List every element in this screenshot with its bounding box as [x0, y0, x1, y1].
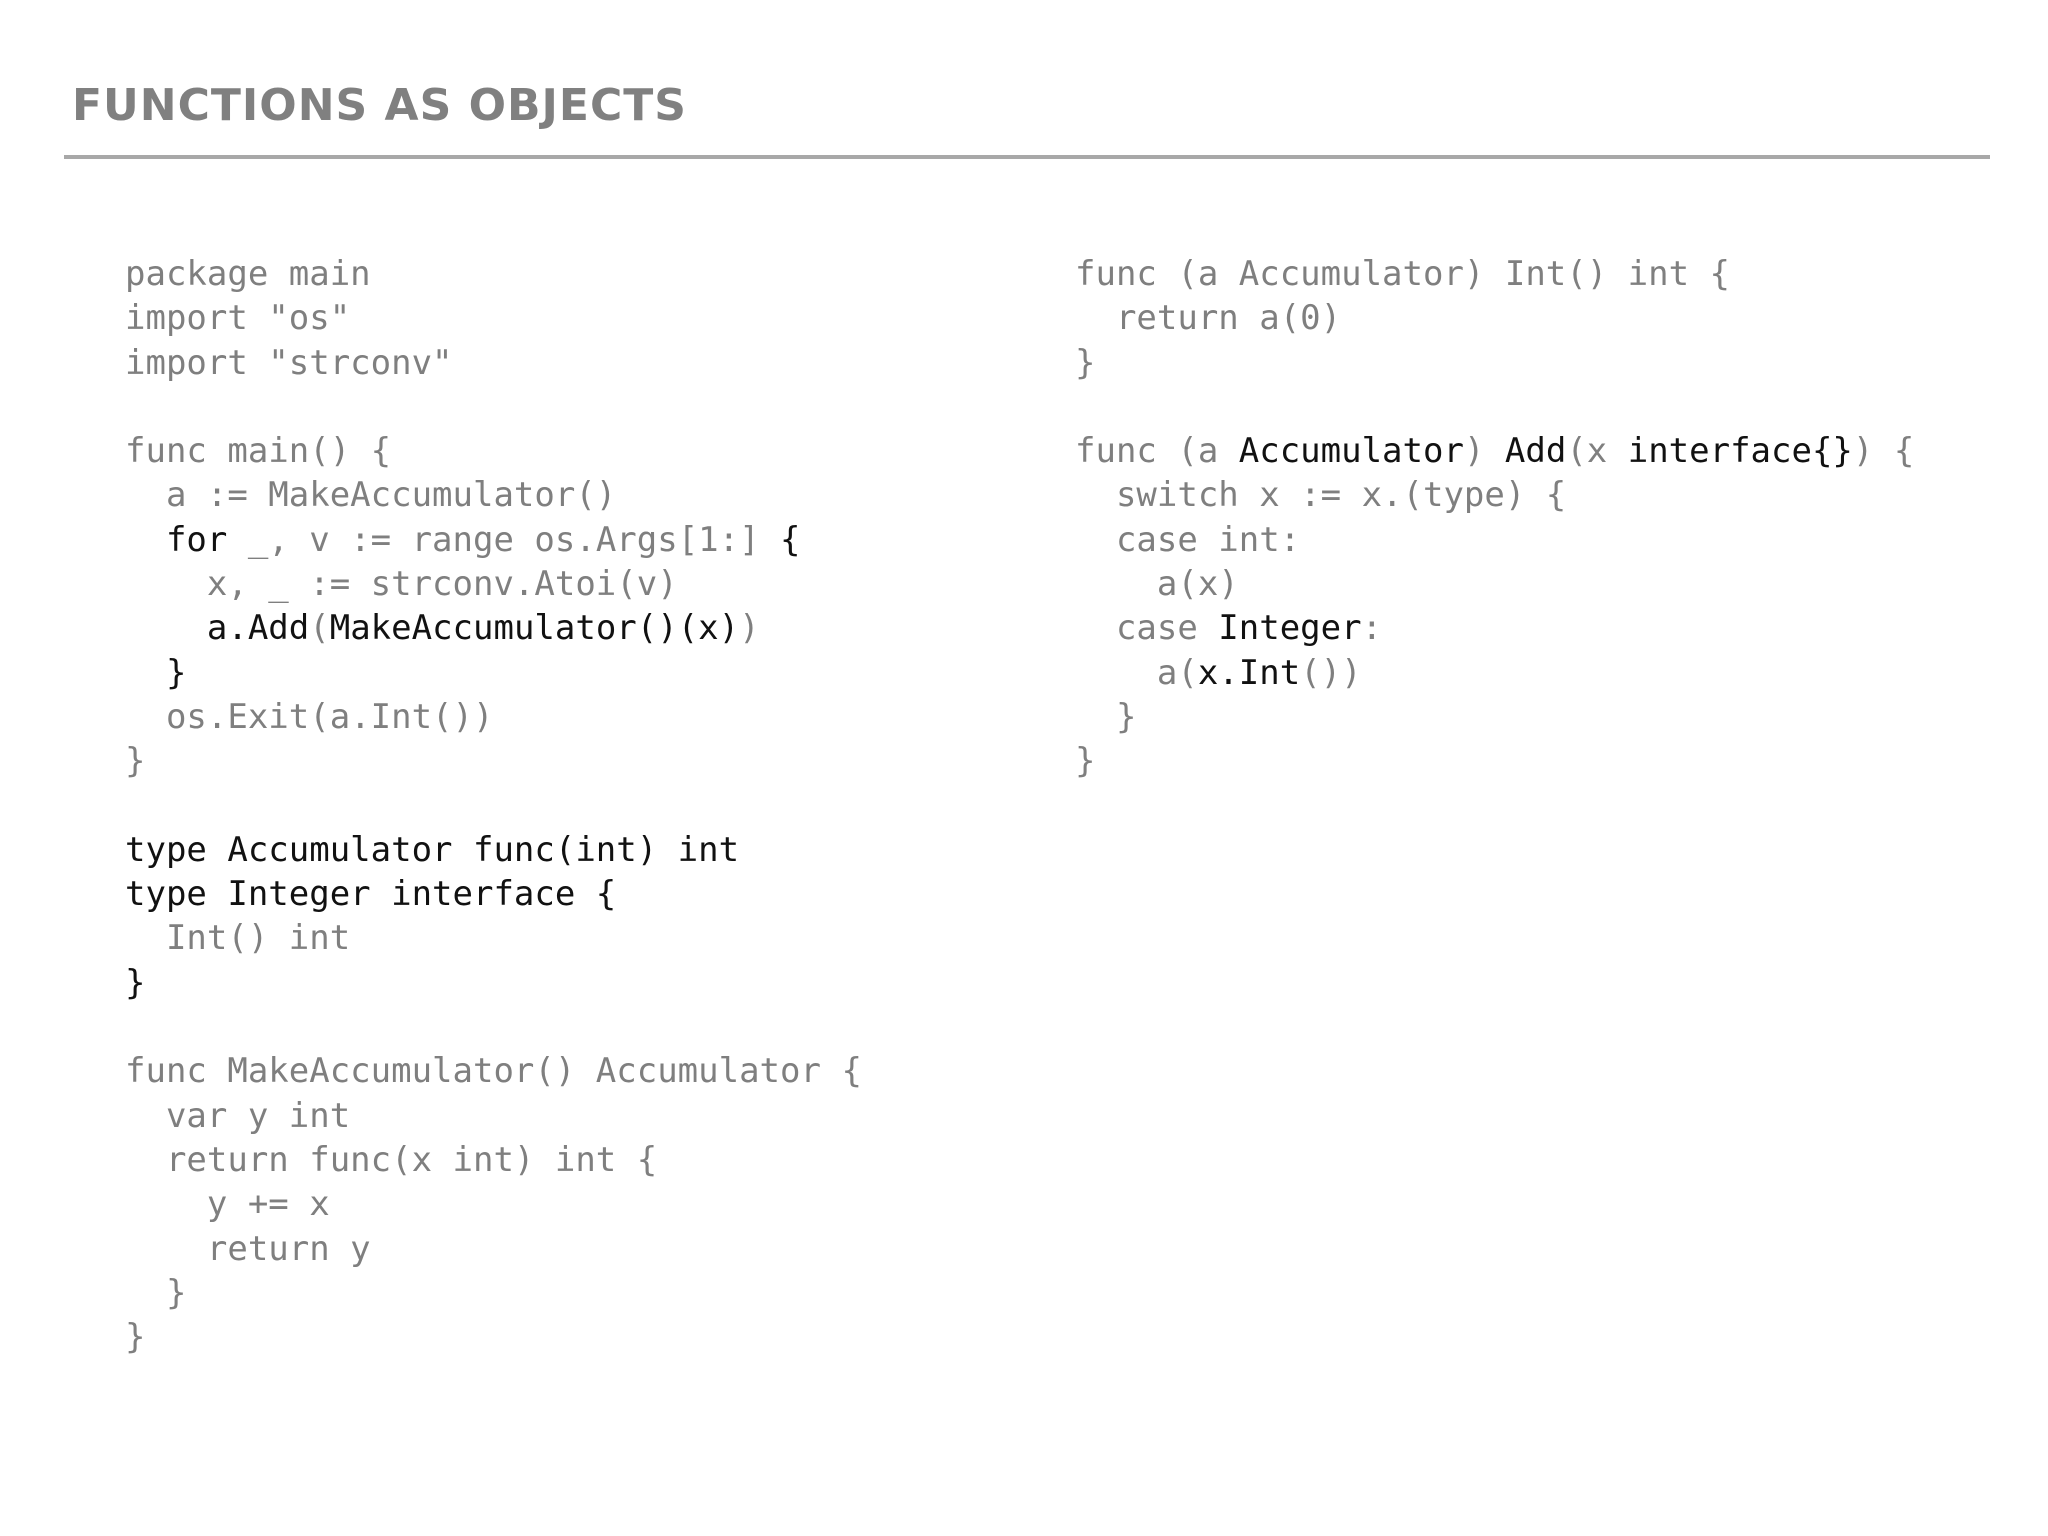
code-token: x, _ := strconv.Atoi(v): [125, 564, 678, 605]
code-token-highlighted: MakeAccumulator()(x): [329, 608, 740, 649]
code-line: return a(0): [1075, 296, 1914, 340]
code-token-highlighted: x.Int: [1197, 652, 1301, 693]
code-token: func (a: [1075, 431, 1239, 472]
code-token-highlighted: Add: [1504, 431, 1567, 472]
code-token: }: [125, 741, 146, 782]
code-token-highlighted: Accumulator: [1238, 431, 1464, 472]
code-line: for _, v := range os.Args[1:] {: [125, 518, 862, 562]
code-line: [1075, 385, 1914, 429]
code-line: }: [125, 1315, 862, 1359]
code-line: type Integer interface {: [125, 872, 862, 916]
code-token: func (a Accumulator) Int() int {: [1075, 254, 1731, 294]
code-token: import "strconv": [125, 342, 453, 383]
code-line: }: [1075, 739, 1914, 783]
code-line: case Integer:: [1075, 606, 1914, 650]
code-token: switch x := x.(type) {: [1075, 475, 1567, 516]
code-line: switch x := x.(type) {: [1075, 473, 1914, 517]
code-line: }: [1075, 341, 1914, 385]
code-line: }: [125, 961, 862, 1005]
code-token: func main() {: [125, 431, 392, 472]
code-token: ) {: [1852, 431, 1915, 472]
code-token-highlighted: a.Add: [125, 608, 310, 649]
code-token: ()): [1300, 652, 1362, 693]
code-line: a := MakeAccumulator(): [125, 473, 862, 517]
code-token: }: [1075, 741, 1096, 782]
code-token: case int:: [1075, 519, 1301, 560]
code-token-highlighted: for: [125, 519, 228, 560]
code-token-highlighted: }: [125, 652, 187, 693]
code-token-highlighted: {: [780, 519, 801, 560]
code-token: }: [1075, 342, 1096, 383]
code-token: ): [1463, 431, 1505, 472]
code-token: _, v := range os.Args[1:]: [227, 519, 781, 560]
title-divider: [64, 155, 1990, 159]
code-token: return y: [125, 1228, 371, 1269]
code-line: func (a Accumulator) Int() int {: [1075, 252, 1914, 296]
code-token: y += x: [125, 1184, 330, 1225]
code-line: package main: [125, 252, 862, 296]
code-token: a(: [1075, 652, 1198, 693]
code-token: :: [1361, 608, 1383, 649]
code-line: func main() {: [125, 429, 862, 473]
code-line: }: [125, 1271, 862, 1315]
slide-title: FUNCTIONS AS OBJECTS: [72, 80, 687, 131]
code-token: import "os": [125, 298, 351, 339]
code-line: a.Add(MakeAccumulator()(x)): [125, 606, 862, 650]
code-token: return a(0): [1075, 298, 1342, 339]
code-token-highlighted: type Accumulator func(int) int: [125, 829, 740, 870]
code-token-highlighted: Integer: [1218, 608, 1362, 649]
code-line: [125, 385, 862, 429]
code-token: var y int: [125, 1095, 351, 1136]
code-line: func MakeAccumulator() Accumulator {: [125, 1049, 862, 1093]
code-token: ): [739, 608, 760, 649]
code-token: (: [309, 608, 330, 649]
code-line: x, _ := strconv.Atoi(v): [125, 562, 862, 606]
code-line: import "os": [125, 296, 862, 340]
code-token-highlighted: interface{}: [1627, 431, 1853, 472]
code-line: Int() int: [125, 916, 862, 960]
code-token-highlighted: type Integer interface {: [125, 874, 617, 915]
code-line: return y: [125, 1227, 862, 1271]
code-line: y += x: [125, 1182, 862, 1226]
code-token-highlighted: }: [125, 962, 146, 1003]
code-line: }: [1075, 695, 1914, 739]
code-line: [125, 784, 862, 828]
code-line: var y int: [125, 1094, 862, 1138]
code-line: return func(x int) int {: [125, 1138, 862, 1182]
code-token: }: [1075, 696, 1137, 737]
code-block-right: func (a Accumulator) Int() int { return …: [1075, 252, 1914, 784]
code-line: type Accumulator func(int) int: [125, 828, 862, 872]
code-line: import "strconv": [125, 341, 862, 385]
code-line: func (a Accumulator) Add(x interface{}) …: [1075, 429, 1914, 473]
code-token: case: [1075, 608, 1219, 649]
code-line: os.Exit(a.Int()): [125, 695, 862, 739]
code-token: return func(x int) int {: [125, 1139, 658, 1180]
code-token: a := MakeAccumulator(): [125, 475, 617, 516]
code-token: a(x): [1075, 564, 1239, 605]
code-token: (x: [1566, 431, 1628, 472]
code-line: }: [125, 651, 862, 695]
code-token: }: [125, 1272, 187, 1313]
code-line: case int:: [1075, 518, 1914, 562]
code-token: Int() int: [125, 918, 351, 959]
code-token: func MakeAccumulator() Accumulator {: [125, 1051, 862, 1092]
code-line: a(x.Int()): [1075, 651, 1914, 695]
code-line: a(x): [1075, 562, 1914, 606]
code-token: package main: [125, 254, 371, 294]
code-token: os.Exit(a.Int()): [125, 696, 494, 737]
code-line: }: [125, 739, 862, 783]
code-token: }: [125, 1317, 146, 1358]
code-line: [125, 1005, 862, 1049]
